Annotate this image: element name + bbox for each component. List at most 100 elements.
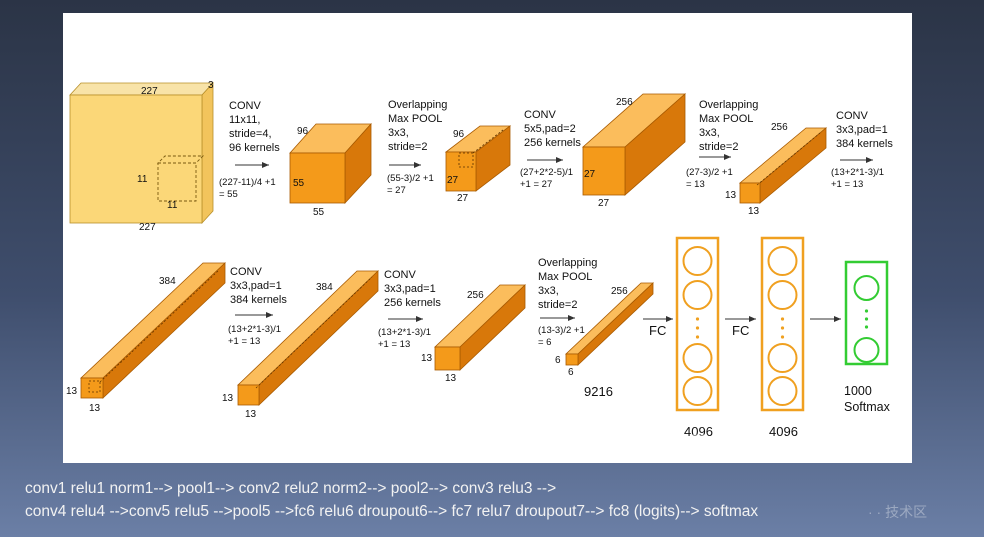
block2-front <box>289 152 346 204</box>
conv5-formula-line2: +1 = 13 <box>378 339 410 350</box>
kernel-window-top <box>156 155 205 164</box>
conv4-op-line1: CONV <box>230 266 262 278</box>
fc7-size-label: 4096 <box>769 424 798 439</box>
block3-front <box>445 151 477 192</box>
conv1-op-line3: stride=4, <box>229 128 272 140</box>
pool1-op-line3: 3x3, <box>388 127 409 139</box>
input-height-label: 227 <box>139 222 156 233</box>
block6-width-label: 13 <box>89 403 101 414</box>
diagram-slide: 227 227 3 11 11 CONV 11x11, stride=4, 96… <box>63 13 912 463</box>
fc7-node <box>767 376 798 406</box>
input-front-face <box>69 94 203 224</box>
pool1-output-block <box>444 125 512 192</box>
block5-width-label: 13 <box>748 206 760 217</box>
block8-height-label: 13 <box>421 353 433 364</box>
block5-depth-label: 256 <box>771 122 788 133</box>
conv1-formula-line1: (227-11)/4 +1 <box>219 177 276 188</box>
conv4-op-line3: 384 kernels <box>230 294 287 306</box>
conv5-formula-line1: (13+2*1-3)/1 <box>378 327 431 338</box>
conv2-formula-line2: +1 = 27 <box>520 179 552 190</box>
block7-depth-label: 384 <box>316 282 333 293</box>
block7-window-edge <box>255 276 373 389</box>
input-depth-label: 3 <box>208 80 214 91</box>
softmax-frame <box>844 260 889 366</box>
conv5-output-block <box>434 284 526 371</box>
fc6-node <box>682 280 713 310</box>
kernel-width-label: 11 <box>167 200 178 211</box>
fc6-ellipsis-dot <box>695 335 700 339</box>
block6-front <box>80 377 104 399</box>
softmax-ellipsis-dot <box>864 309 869 313</box>
pool1-formula-line1: (55-3)/2 +1 <box>387 173 434 184</box>
flatten-size-label: 9216 <box>584 384 613 399</box>
block6-window-edge <box>99 269 220 383</box>
conv4-output-block <box>237 270 379 406</box>
pool5-formula-line2: = 6 <box>538 337 551 348</box>
pool5-output-block <box>564 282 655 366</box>
fc6-node <box>682 343 713 373</box>
block4-width-label: 27 <box>598 198 610 209</box>
conv4-formula-line2: +1 = 13 <box>228 336 260 347</box>
alexnet-diagram: 227 227 3 11 11 CONV 11x11, stride=4, 96… <box>66 80 893 439</box>
block6-window <box>88 380 101 393</box>
block6-height-label: 13 <box>66 386 78 397</box>
input-side-face <box>201 81 214 225</box>
fc7-node <box>767 280 798 310</box>
conv3-output-block <box>79 262 227 399</box>
conv2-output-block <box>581 93 687 196</box>
conv3-op-line2: 3x3,pad=1 <box>836 124 888 136</box>
output-name-label: Softmax <box>844 400 891 414</box>
pool2-output-block <box>738 127 828 204</box>
conv1-op-line2: 11x11, <box>229 114 260 126</box>
pool2-formula-line1: (27-3)/2 +1 <box>686 167 733 178</box>
conv3-op-line1: CONV <box>836 110 868 122</box>
pool5-op-line4: stride=2 <box>538 299 577 311</box>
block9-front <box>565 353 579 366</box>
conv2-op-line3: 256 kernels <box>524 137 581 149</box>
fc6-ellipsis-dot <box>695 326 700 330</box>
conv2-op-line1: CONV <box>524 109 556 121</box>
fc2-label: FC <box>732 323 749 338</box>
fc7-layer <box>760 236 805 412</box>
conv1-op-line4: 96 kernels <box>229 142 280 154</box>
block2-depth-label: 96 <box>297 126 309 137</box>
block2-width-label: 55 <box>313 207 325 218</box>
block5-height-label: 13 <box>725 190 737 201</box>
block4-front <box>582 146 626 196</box>
conv5-op-line1: CONV <box>384 269 416 281</box>
caption-line-1: conv1 relu1 norm1--> pool1--> conv2 relu… <box>25 480 557 497</box>
fc7-ellipsis-dot <box>780 335 785 339</box>
caption-line-2: conv4 relu4 -->conv5 relu5 -->pool5 -->f… <box>25 503 759 520</box>
block4-depth-label: 256 <box>616 97 633 108</box>
fc6-size-label: 4096 <box>684 424 713 439</box>
block3-depth-label: 96 <box>453 129 465 140</box>
block3-width-label: 27 <box>457 193 469 204</box>
conv4-formula-line1: (13+2*1-3)/1 <box>228 324 281 335</box>
block9-depth-label: 256 <box>611 286 628 297</box>
block7-front <box>237 384 260 406</box>
input-width-label: 227 <box>141 86 158 97</box>
block5-window-edge <box>756 132 821 186</box>
block9-top <box>564 282 655 355</box>
pool5-op-line2: Max POOL <box>538 271 592 283</box>
fc7-node <box>767 343 798 373</box>
fc6-ellipsis-dot <box>695 317 700 321</box>
conv3-formula-line1: (13+2*1-3)/1 <box>831 167 884 178</box>
pool1-formula-line2: = 27 <box>387 185 406 196</box>
pool2-op-line1: Overlapping <box>699 99 758 111</box>
pool1-op-line4: stride=2 <box>388 141 427 153</box>
block7-height-label: 13 <box>222 393 234 404</box>
corner-watermark: · · 技术区 <box>868 504 928 520</box>
block8-depth-label: 256 <box>467 290 484 301</box>
block7-width-label: 13 <box>245 409 257 420</box>
conv3-formula-line2: +1 = 13 <box>831 179 863 190</box>
pool5-op-line1: Overlapping <box>538 257 597 269</box>
fc7-ellipsis-dot <box>780 326 785 330</box>
conv4-op-line2: 3x3,pad=1 <box>230 280 282 292</box>
block6-depth-label: 384 <box>159 276 176 287</box>
softmax-layer <box>844 260 889 366</box>
block5-front <box>739 182 761 204</box>
pool2-formula-line2: = 13 <box>686 179 705 190</box>
pool2-op-line4: stride=2 <box>699 141 738 153</box>
fc1-label: FC <box>649 323 666 338</box>
